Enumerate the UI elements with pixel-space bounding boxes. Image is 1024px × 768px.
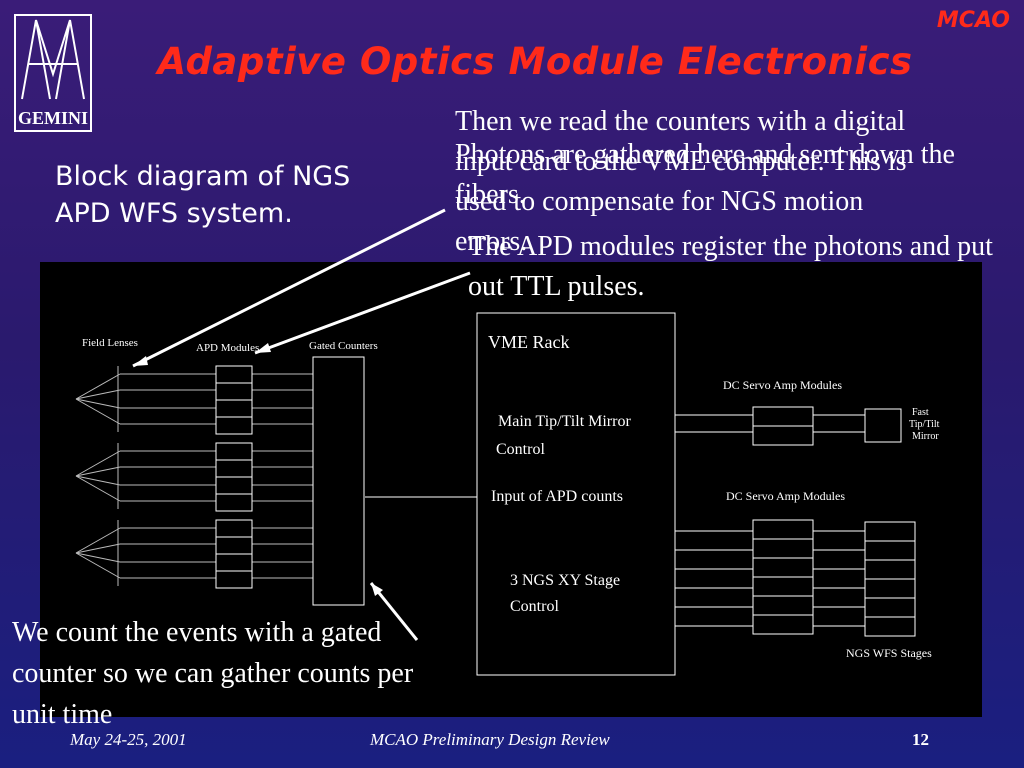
label-fast-3: Mirror xyxy=(912,431,939,442)
gated-counters-box xyxy=(312,356,365,606)
apd-modules-group xyxy=(215,365,253,589)
caption-counters: Then we read the counters with a digital… xyxy=(455,106,907,257)
dc-servo-amp-module xyxy=(752,538,814,559)
dc-servo-amp-module xyxy=(752,557,814,578)
fiber-fan-line xyxy=(75,466,121,477)
apd-module xyxy=(215,399,253,418)
apd-module xyxy=(215,493,253,512)
label-xy-1: 3 NGS XY Stage xyxy=(510,572,620,589)
label-input-apd: Input of APD counts xyxy=(491,488,623,505)
fiber-fan-line xyxy=(75,373,121,400)
fiber-fan-line xyxy=(75,543,121,554)
label-fast-1: Fast xyxy=(912,407,929,418)
label-apd-modules: APD Modules xyxy=(196,342,259,354)
caption-apd: The APD modules register the photons and… xyxy=(468,231,993,302)
ngs-wfs-stage xyxy=(864,540,916,561)
diagram-panel xyxy=(40,262,982,717)
fiber-fan-line xyxy=(75,527,121,554)
intro-line-2: APD WFS system. xyxy=(55,198,293,229)
arrow-apd xyxy=(254,271,471,355)
dc-servo-amp-module xyxy=(752,406,814,427)
fiber-fan-line xyxy=(75,450,121,477)
fiber-fan-line xyxy=(75,552,121,579)
arrow-gated-head xyxy=(371,583,383,596)
apd-module xyxy=(215,416,253,435)
vme-rack-box xyxy=(476,312,676,676)
apd-module xyxy=(215,442,253,461)
fiber-fan-line xyxy=(75,389,121,400)
servo-group xyxy=(675,406,916,637)
dc-servo-amp-module xyxy=(752,614,814,635)
label-gated-counters: Gated Counters xyxy=(309,340,378,352)
apd-module xyxy=(215,365,253,384)
arrow-apd-head xyxy=(255,343,271,353)
intro-line-1: Block diagram of NGS xyxy=(55,161,351,192)
label-dc-servo-top: DC Servo Amp Modules xyxy=(723,378,842,392)
label-field-lenses: Field Lenses xyxy=(82,337,138,349)
logo-text: GEMINI xyxy=(18,108,88,128)
arrow-photons xyxy=(132,208,446,368)
ngs-wfs-stage xyxy=(864,578,916,599)
fiber-fan-line xyxy=(75,475,121,486)
field-lenses-group xyxy=(75,366,313,586)
apd-module xyxy=(215,476,253,495)
caption-photons: Photons are gathered here and sent down … xyxy=(455,139,955,210)
apd-module xyxy=(215,536,253,555)
label-main-tt-1: Main Tip/Tilt Mirror xyxy=(498,413,631,430)
label-dc-servo-bottom: DC Servo Amp Modules xyxy=(726,489,845,503)
caption-gated: We count the events with a gated counter… xyxy=(12,617,414,730)
arrow-photons-head xyxy=(133,356,148,366)
apd-module xyxy=(215,553,253,572)
ngs-wfs-stage xyxy=(864,597,916,618)
dc-servo-amp-module xyxy=(752,425,814,446)
apd-module xyxy=(215,519,253,538)
label-vme-rack: VME Rack xyxy=(488,332,569,352)
dc-servo-amp-module xyxy=(752,595,814,616)
page-title: Adaptive Optics Module Electronics xyxy=(157,40,913,83)
fiber-fan-line xyxy=(75,398,121,409)
mcao-tag: MCAO xyxy=(936,8,1010,33)
fast-tip-tilt-mirror xyxy=(864,408,902,443)
fiber-fan-line xyxy=(75,552,121,563)
fiber-fan-line xyxy=(75,475,121,502)
ngs-wfs-stage xyxy=(864,616,916,637)
page-number: 12 xyxy=(912,730,929,749)
footer-review: MCAO Preliminary Design Review xyxy=(370,730,610,749)
label-main-tt-2: Control xyxy=(496,441,545,458)
apd-module xyxy=(215,382,253,401)
intro-text: Block diagram of NGS APD WFS system. xyxy=(55,158,435,232)
apd-module xyxy=(215,459,253,478)
dc-servo-amp-module xyxy=(752,519,814,540)
fiber-fan-line xyxy=(75,398,121,425)
footer-date: May 24-25, 2001 xyxy=(70,730,187,749)
apd-module xyxy=(215,570,253,589)
label-fast-2: Tip/Tilt xyxy=(909,419,940,430)
label-xy-2: Control xyxy=(510,598,559,615)
dc-servo-amp-module xyxy=(752,576,814,597)
ngs-wfs-stage xyxy=(864,521,916,542)
label-ngs-wfs-stages: NGS WFS Stages xyxy=(846,646,932,660)
gemini-logo: GEMINI xyxy=(14,14,92,132)
ngs-wfs-stage xyxy=(864,559,916,580)
